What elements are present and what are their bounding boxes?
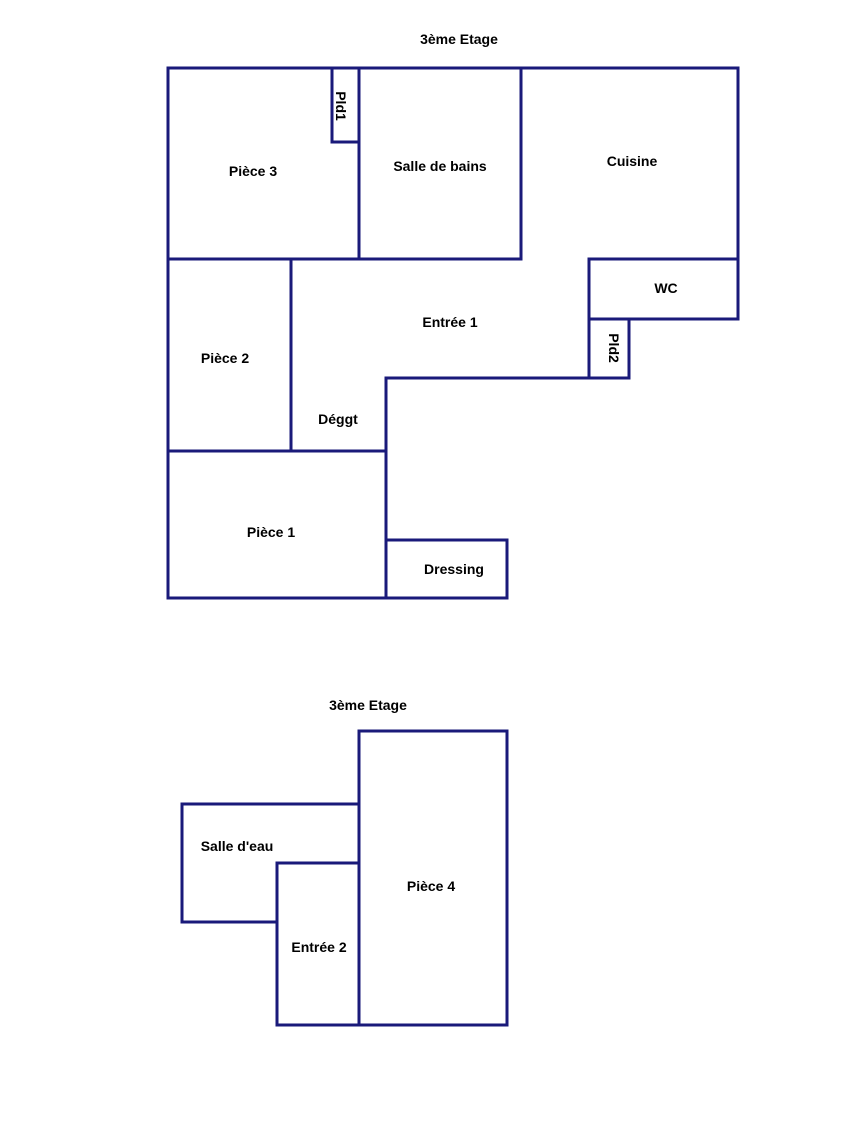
room-label-piece1: Pièce 1 [247, 524, 295, 540]
lower-plan-walls [180, 729, 509, 1027]
lower-plan-title: 3ème Etage [329, 697, 407, 713]
room-label-piece2: Pièce 2 [201, 350, 249, 366]
room-label-piece3: Pièce 3 [229, 163, 277, 179]
lower-plan-labels: Salle d'eau Pièce 4 Entrée 2 [201, 838, 456, 955]
upper-plan-labels: Pièce 3 Pld1 Salle de bains Cuisine WC E… [201, 91, 678, 577]
room-label-pld1: Pld1 [333, 91, 349, 121]
room-label-dressing: Dressing [424, 561, 484, 577]
room-label-entree1: Entrée 1 [422, 314, 477, 330]
wall-outline [166, 66, 740, 600]
upper-plan: 3ème Etage Pièce 3 Pld1 S [166, 31, 740, 600]
room-label-cuisine: Cuisine [607, 153, 658, 169]
wall-salle-deau [180, 802, 361, 924]
room-label-piece4: Pièce 4 [407, 878, 455, 894]
room-label-salle-de-bains: Salle de bains [393, 158, 487, 174]
room-label-entree2: Entrée 2 [291, 939, 346, 955]
room-label-wc: WC [654, 280, 677, 296]
room-label-salle-deau: Salle d'eau [201, 838, 274, 854]
room-label-deggt: Déggt [318, 411, 358, 427]
lower-plan: 3ème Etage Salle d'eau Pièce 4 Entrée 2 [180, 697, 509, 1027]
room-label-pld2: Pld2 [606, 333, 622, 363]
upper-plan-walls [166, 66, 740, 600]
upper-plan-title: 3ème Etage [420, 31, 498, 47]
wall-piece4 [357, 729, 509, 1027]
wall-entree2 [275, 861, 361, 1027]
wall-pld1 [330, 66, 361, 144]
